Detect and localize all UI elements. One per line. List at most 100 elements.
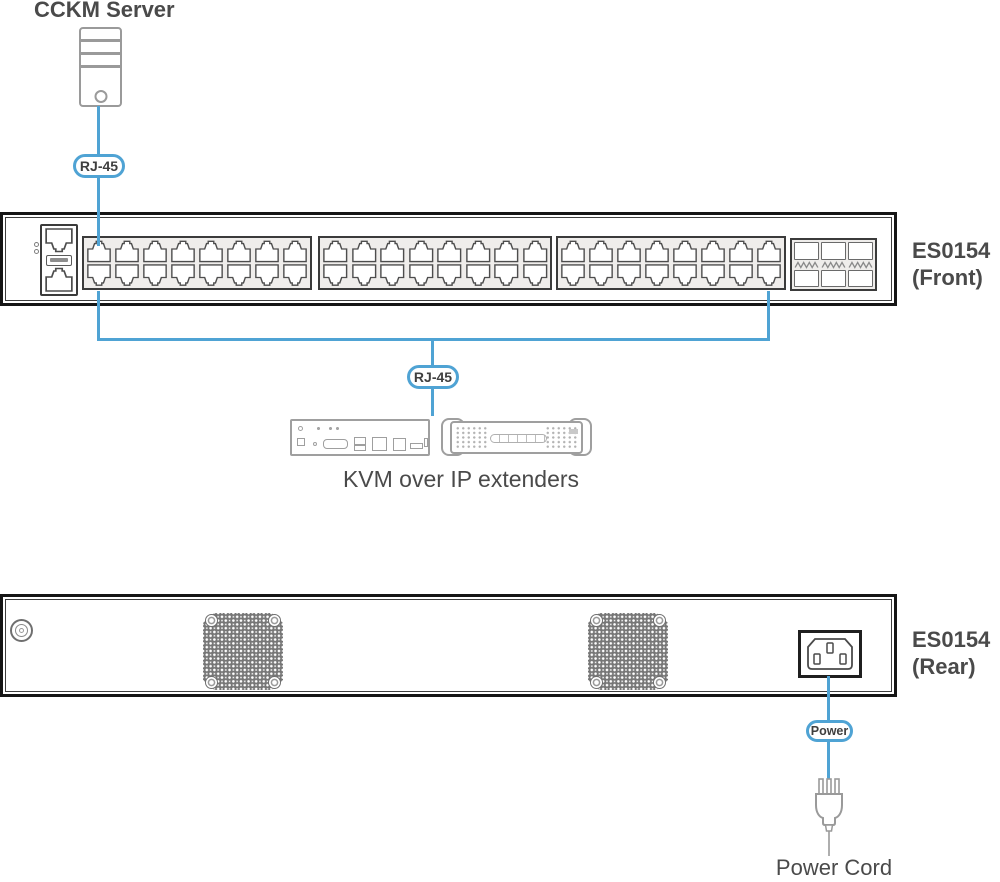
rj45-port (437, 263, 462, 286)
tx-led (298, 426, 303, 431)
rj45-port (351, 263, 376, 286)
rj45-label-text: RJ-45 (79, 158, 119, 174)
rj45-label-text: RJ-45 (413, 369, 453, 385)
cckm-server-label: CCKM Server (34, 0, 175, 22)
rj45-port (171, 240, 195, 263)
sfp-column (848, 242, 873, 287)
port-column (198, 240, 224, 286)
rj45-port (645, 263, 669, 286)
console-rj45-port (45, 267, 73, 292)
vent-screw (205, 676, 218, 689)
kvm-receiver-icon (450, 421, 583, 454)
port-column (114, 240, 140, 286)
vent-screw (205, 614, 218, 627)
rx-port (569, 429, 578, 434)
rj45-port (380, 240, 405, 263)
rj45-port (437, 240, 462, 263)
port-column (756, 240, 782, 286)
port-column (522, 240, 549, 286)
sfp-port-block (790, 238, 877, 291)
power-label-text: Power (810, 724, 849, 738)
port-column (379, 240, 406, 286)
front-model-text: ES0154 (912, 238, 991, 263)
rear-model-text: ES0154 (912, 627, 991, 652)
rj45-connector-label-top: RJ-45 (73, 154, 125, 178)
port-column (351, 240, 378, 286)
front-view-text: (Front) (912, 265, 983, 290)
port-column (560, 240, 586, 286)
rj45-port (589, 240, 613, 263)
sfp-port (794, 242, 819, 260)
tx-dot (313, 442, 317, 446)
c14-socket-icon (807, 638, 853, 670)
port-column (436, 240, 463, 286)
sfp-port (821, 269, 846, 287)
port-column (408, 240, 435, 286)
power-connector-label: Power (806, 720, 853, 742)
cckm-server-icon (79, 27, 122, 107)
rj45-port (465, 240, 490, 263)
rj45-port (673, 240, 697, 263)
tx-dot (329, 427, 332, 430)
plug-svg (815, 778, 843, 856)
tx-dvi-port (323, 439, 348, 449)
tx-port (424, 438, 428, 447)
rj45-port (617, 263, 641, 286)
kvm-extenders-label: KVM over IP extenders (342, 466, 580, 492)
rj45-port-group (82, 236, 312, 290)
tx-rj45-port (372, 437, 387, 451)
rj45-port (408, 240, 433, 263)
server-power-button (94, 90, 107, 103)
rj45-connector-label-bottom: RJ-45 (407, 365, 459, 389)
sfp-zigzag (794, 260, 819, 269)
kvm-transmitter-icon (290, 419, 430, 456)
port-column (86, 240, 112, 286)
tx-dot (336, 427, 339, 430)
power-inlet (798, 630, 862, 678)
tx-usb-divider (354, 443, 366, 446)
rj45-port (227, 240, 251, 263)
grounding-ring (15, 624, 28, 637)
rj45-port (729, 263, 753, 286)
rj45-port (673, 263, 697, 286)
console-port-block (40, 224, 78, 296)
rj45-port (199, 240, 223, 263)
port-column (142, 240, 168, 286)
sfp-column (821, 242, 846, 287)
status-led (34, 249, 39, 254)
vent-screw (590, 614, 603, 627)
sfp-column (794, 242, 819, 287)
rj45-port (115, 240, 139, 263)
rear-panel-label: ES0154 (Rear) (912, 626, 990, 680)
rj45-port (351, 240, 376, 263)
rj45-port (645, 240, 669, 263)
rj45-port (589, 263, 613, 286)
switch-rear-panel (0, 594, 897, 697)
rj45-port (701, 240, 725, 263)
rj45-port (227, 263, 251, 286)
rj45-port (255, 240, 279, 263)
port-column (616, 240, 642, 286)
sfp-port (821, 242, 846, 260)
console-rj45-port (45, 228, 73, 253)
rj45-port (115, 263, 139, 286)
rj45-port (283, 240, 307, 263)
rj45-port (494, 240, 519, 263)
port-column (644, 240, 670, 286)
rj45-port (494, 263, 519, 286)
cable-switch-left-down (97, 291, 100, 341)
rj45-port (757, 240, 781, 263)
port-column (493, 240, 520, 286)
rj45-port (561, 240, 585, 263)
rx-center-band (490, 434, 547, 443)
grounding-terminal (10, 619, 33, 642)
rj45-port (408, 263, 433, 286)
fan-vent (203, 613, 283, 690)
tx-port (393, 438, 406, 451)
sfp-port (848, 269, 873, 287)
sfp-zigzag (848, 260, 873, 269)
port-column (282, 240, 308, 286)
rj45-port (283, 263, 307, 286)
rj45-port (522, 263, 547, 286)
rj45-port (255, 263, 279, 286)
